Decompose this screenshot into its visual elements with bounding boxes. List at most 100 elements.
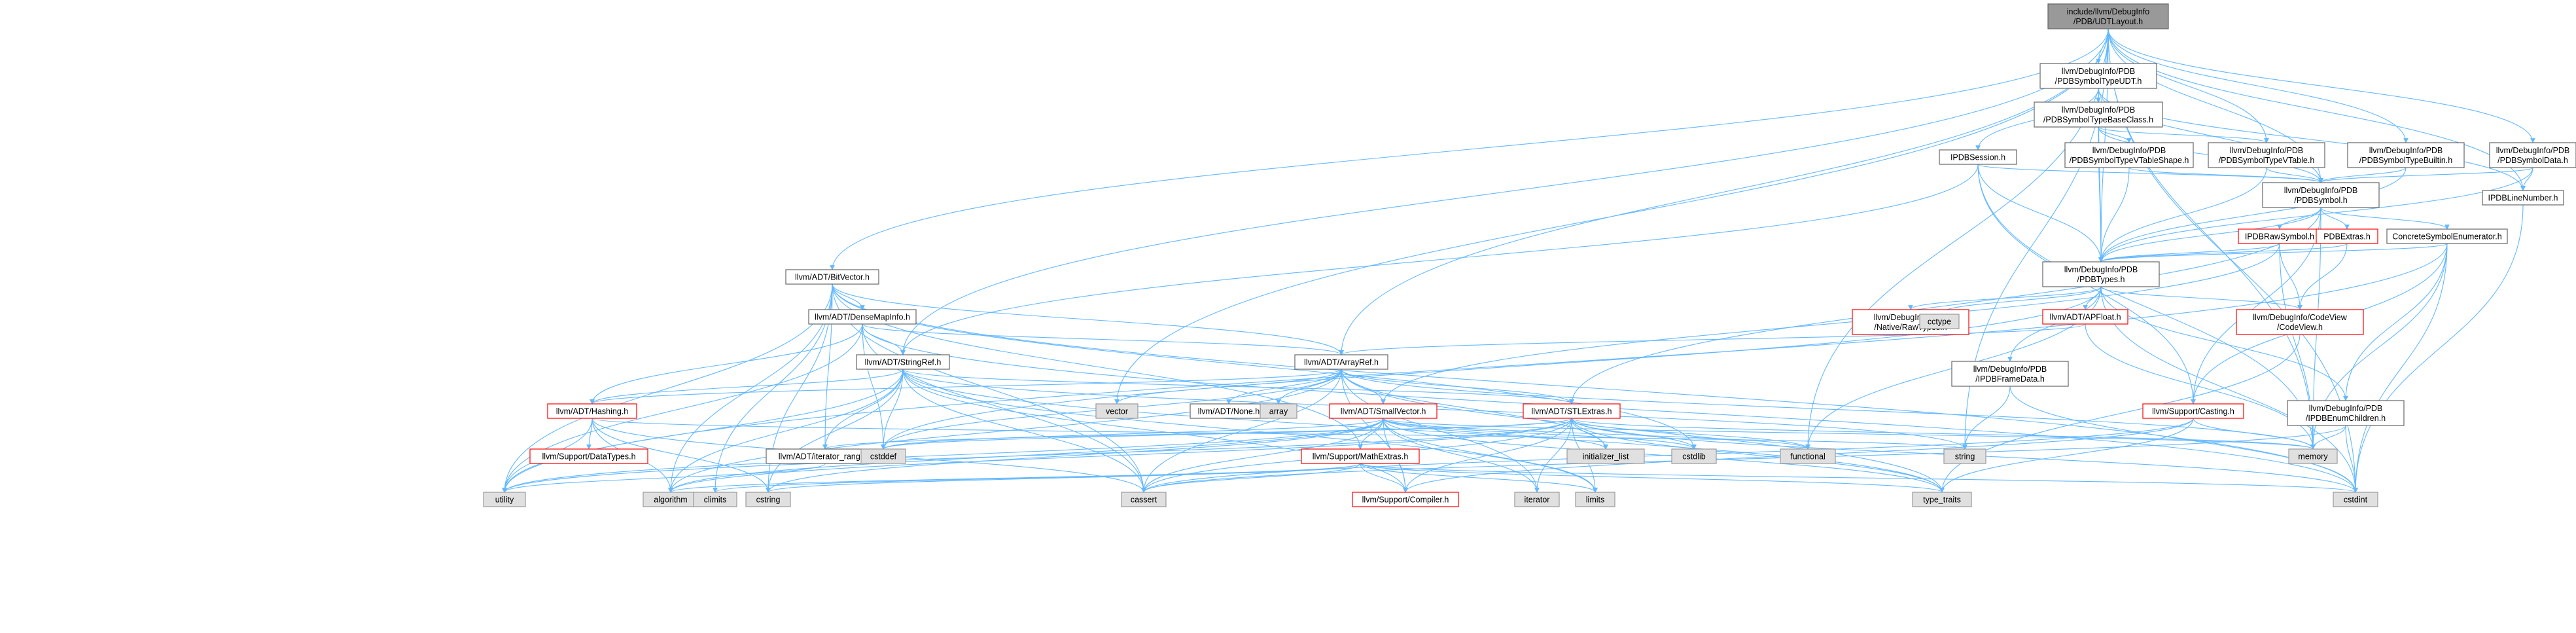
node-vtshape[interactable]: llvm/DebugInfo/PDB/PDBSymbolTypeVTableSh… [2064, 142, 2194, 168]
node-udt[interactable]: llvm/DebugInfo/PDB/PDBSymbolTypeUDT.h [2039, 63, 2157, 89]
node-label-bitvector-0: llvm/ADT/BitVector.h [795, 273, 870, 282]
node-label-iterator-0: iterator [1525, 496, 1550, 505]
edge-mathextras-to-cstring [766, 463, 1361, 493]
edge-rawsymbol-to-smallvector [1381, 243, 2280, 405]
node-densemapinfo[interactable]: llvm/ADT/DenseMapInfo.h [808, 309, 917, 325]
edge-stlextras-to-cstdlib [1571, 418, 1697, 450]
node-label-vtable-0: llvm/DebugInfo/PDB [2230, 146, 2304, 155]
node-label-root-0: include/llvm/DebugInfo [2067, 7, 2150, 16]
node-box-concreteenum [2386, 228, 2508, 244]
edge-enumchildren-to-cstdint [2345, 425, 2358, 493]
node-label-cctype-0: cctype [1928, 317, 1951, 327]
node-label-cassert-0: cassert [1131, 496, 1157, 505]
node-casting[interactable]: llvm/Support/Casting.h [2142, 403, 2244, 419]
node-label-algorithm-0: algorithm [654, 496, 687, 505]
node-box-string [1943, 448, 1986, 464]
node-hashing[interactable]: llvm/ADT/Hashing.h [547, 403, 637, 419]
edge-ipdbsession-to-stringref [900, 164, 1979, 355]
node-pdbextras[interactable]: PDBExtras.h [2316, 228, 2378, 244]
node-label-hashing-0: llvm/ADT/Hashing.h [556, 407, 628, 416]
edge-smallvector-to-iterator [1383, 418, 1540, 493]
edge-mathextras-to-compiler [1360, 463, 1408, 493]
node-symdata[interactable]: llvm/DebugInfo/PDB/PDBSymbolData.h [2489, 142, 2576, 168]
node-pdbtypes[interactable]: llvm/DebugInfo/PDB/PDBTypes.h [2042, 261, 2160, 287]
node-label-stringref-0: llvm/ADT/StringRef.h [865, 358, 942, 367]
node-box-cstdlib [1671, 448, 1717, 464]
node-label-builtin-1: /PDBSymbolTypeBuiltin.h [2359, 156, 2452, 165]
node-box-limits [1575, 492, 1615, 507]
node-compiler[interactable]: llvm/Support/Compiler.h [1352, 492, 1459, 507]
node-label-cstdint-0: cstdint [2344, 496, 2368, 505]
node-datatypes[interactable]: llvm/Support/DataTypes.h [529, 448, 648, 464]
edge-root-to-builtin [2108, 28, 2408, 143]
edge-stringref-to-compiler [902, 369, 1408, 493]
edge-root-to-vector [1114, 28, 2109, 405]
edge-hashing-to-cstring [591, 418, 771, 493]
node-codeview[interactable]: llvm/DebugInfo/CodeView/CodeView.h [2236, 309, 2364, 335]
edge-baseclass-to-vtable [2098, 126, 2269, 143]
node-linenumber[interactable]: IPDBLineNumber.h [2482, 190, 2564, 206]
node-concreteenum[interactable]: ConcreteSymbolEnumerator.h [2386, 228, 2508, 244]
node-vtable[interactable]: llvm/DebugInfo/PDB/PDBSymbolTypeVTable.h [2208, 142, 2325, 168]
node-apfloat[interactable]: llvm/ADT/APFloat.h [2042, 309, 2128, 325]
edge-pdbsymbol-to-concreteenum [2320, 207, 2450, 230]
node-rawsymbol[interactable]: IPDBRawSymbol.h [2238, 228, 2321, 244]
node-box-vtable [2208, 142, 2325, 168]
node-box-initlist [1566, 448, 1645, 464]
edge-stringref-to-utility [502, 369, 904, 493]
node-smallvector[interactable]: llvm/ADT/SmallVector.h [1329, 403, 1438, 419]
node-box-linenumber [2482, 190, 2564, 206]
node-box-typetraits [1912, 492, 1972, 507]
node-arrayref[interactable]: llvm/ADT/ArrayRef.h [1294, 354, 1388, 370]
node-box-iterator [1514, 492, 1560, 507]
edge-smallvector-to-utility [502, 418, 1384, 493]
node-label-vtshape-0: llvm/DebugInfo/PDB [2092, 146, 2166, 155]
node-root[interactable]: include/llvm/DebugInfo/PDB/UDTLayout.h [2047, 3, 2169, 29]
node-label-enumchildren-0: llvm/DebugInfo/PDB [2309, 404, 2383, 413]
node-box-root [2047, 3, 2169, 29]
node-pdbsymbol[interactable]: llvm/DebugInfo/PDB/PDBSymbol.h [2262, 182, 2380, 208]
edge-root-to-symdata [2108, 28, 2535, 143]
edge-pdbtypes-to-cstddef [881, 286, 2102, 450]
node-box-arrayref [1294, 354, 1388, 370]
edge-pdbextras-to-pdbtypes [2098, 243, 2348, 262]
node-stlextras[interactable]: llvm/ADT/STLExtras.h [1523, 403, 1621, 419]
node-ipdbsession[interactable]: IPDBSession.h [1939, 149, 2017, 165]
node-nativeraw[interactable]: llvm/DebugInfo/PDB/Native/RawTypes.h [1852, 309, 1969, 335]
node-label-udt-0: llvm/DebugInfo/PDB [2062, 67, 2136, 76]
edge-stringref-to-typetraits [902, 369, 1945, 493]
node-label-arrayref-0: llvm/ADT/ArrayRef.h [1304, 358, 1379, 367]
edge-densemapinfo-to-cstddef [862, 323, 886, 450]
edge-stlextras-to-compiler [1403, 418, 1572, 493]
node-box-hashing [547, 403, 637, 419]
node-label-enumchildren-1: /IPDBEnumChildren.h [2306, 414, 2386, 423]
node-stringref[interactable]: llvm/ADT/StringRef.h [856, 354, 950, 370]
edge-mathextras-to-typetraits [1360, 463, 1945, 493]
node-box-compiler [1352, 492, 1459, 507]
edge-arrayref-to-typetraits [1341, 369, 1945, 493]
edge-arrayref-to-initlist [1341, 369, 1608, 450]
node-framedata[interactable]: llvm/DebugInfo/PDB/IPDBFrameData.h [1951, 361, 2069, 387]
node-array: array [1260, 403, 1297, 419]
node-builtin[interactable]: llvm/DebugInfo/PDB/PDBSymbolTypeBuiltin.… [2347, 142, 2465, 168]
node-baseclass[interactable]: llvm/DebugInfo/PDB/PDBSymbolTypeBaseClas… [2034, 101, 2163, 128]
node-label-baseclass-1: /PDBSymbolTypeBaseClass.h [2043, 115, 2153, 124]
edge-apfloat-to-arrayref [1339, 323, 2086, 355]
node-string: string [1943, 448, 1986, 464]
node-label-udt-1: /PDBSymbolTypeUDT.h [2055, 77, 2142, 86]
node-none[interactable]: llvm/ADT/None.h [1190, 403, 1268, 419]
node-box-utility [483, 492, 526, 507]
node-iterrange[interactable]: llvm/ADT/iterator_range.h [766, 448, 885, 464]
edge-codeview-to-typetraits [1939, 334, 2301, 493]
edge-symdata-to-pdbsymbol [2318, 167, 2533, 183]
node-mathextras[interactable]: llvm/Support/MathExtras.h [1301, 448, 1420, 464]
node-label-climits-0: climits [704, 496, 727, 505]
node-cstring: cstring [745, 492, 791, 507]
node-label-cstdlib-0: cstdlib [1682, 452, 1705, 461]
node-box-array [1260, 403, 1297, 419]
node-box-pdbtypes [2042, 261, 2160, 287]
node-bitvector[interactable]: llvm/ADT/BitVector.h [785, 269, 879, 285]
node-enumchildren[interactable]: llvm/DebugInfo/PDB/IPDBEnumChildren.h [2287, 400, 2405, 426]
node-label-pdbsymbol-1: /PDBSymbol.h [2294, 196, 2347, 205]
node-box-casting [2142, 403, 2244, 419]
